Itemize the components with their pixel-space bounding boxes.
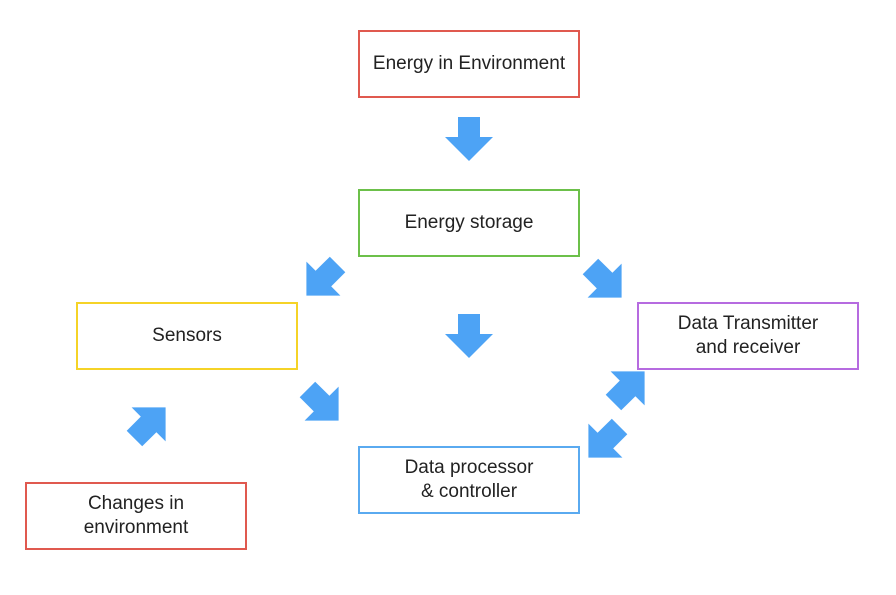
storage-to-sensors-arrow [306,256,346,296]
storage-to-transmitter-arrow [582,258,622,298]
changes-in-environment-label-line1: Changes in [87,493,185,514]
data-processor-label-line1: Data processor [404,457,534,478]
changes-in-environment-box: Changes in environment [25,482,247,550]
data-transmitter-box: Data Transmitter and receiver [637,302,859,370]
data-transmitter-label-line2: and receiver [695,337,801,358]
changes-to-sensors-arrow [126,407,166,447]
energy-env-to-storage-arrow [445,117,493,161]
data-transmitter-label-line1: Data Transmitter [677,313,819,334]
energy-storage-label: Energy storage [404,212,534,233]
energy-storage-box: Energy storage [358,189,580,257]
storage-to-processor-arrow [445,314,493,358]
sensors-box: Sensors [76,302,298,370]
changes-in-environment-label-line2: environment [83,517,189,538]
processor-to-transmitter-arrow [605,371,645,411]
sensors-label: Sensors [152,325,222,346]
data-processor-label-line2: & controller [420,481,518,502]
energy-in-environment-label: Energy in Environment [372,53,566,74]
transmitter-to-processor-arrow [588,418,628,458]
data-processor-box: Data processor & controller [358,446,580,514]
sensors-to-processor-arrow [299,381,339,421]
energy-in-environment-box: Energy in Environment [358,30,580,98]
